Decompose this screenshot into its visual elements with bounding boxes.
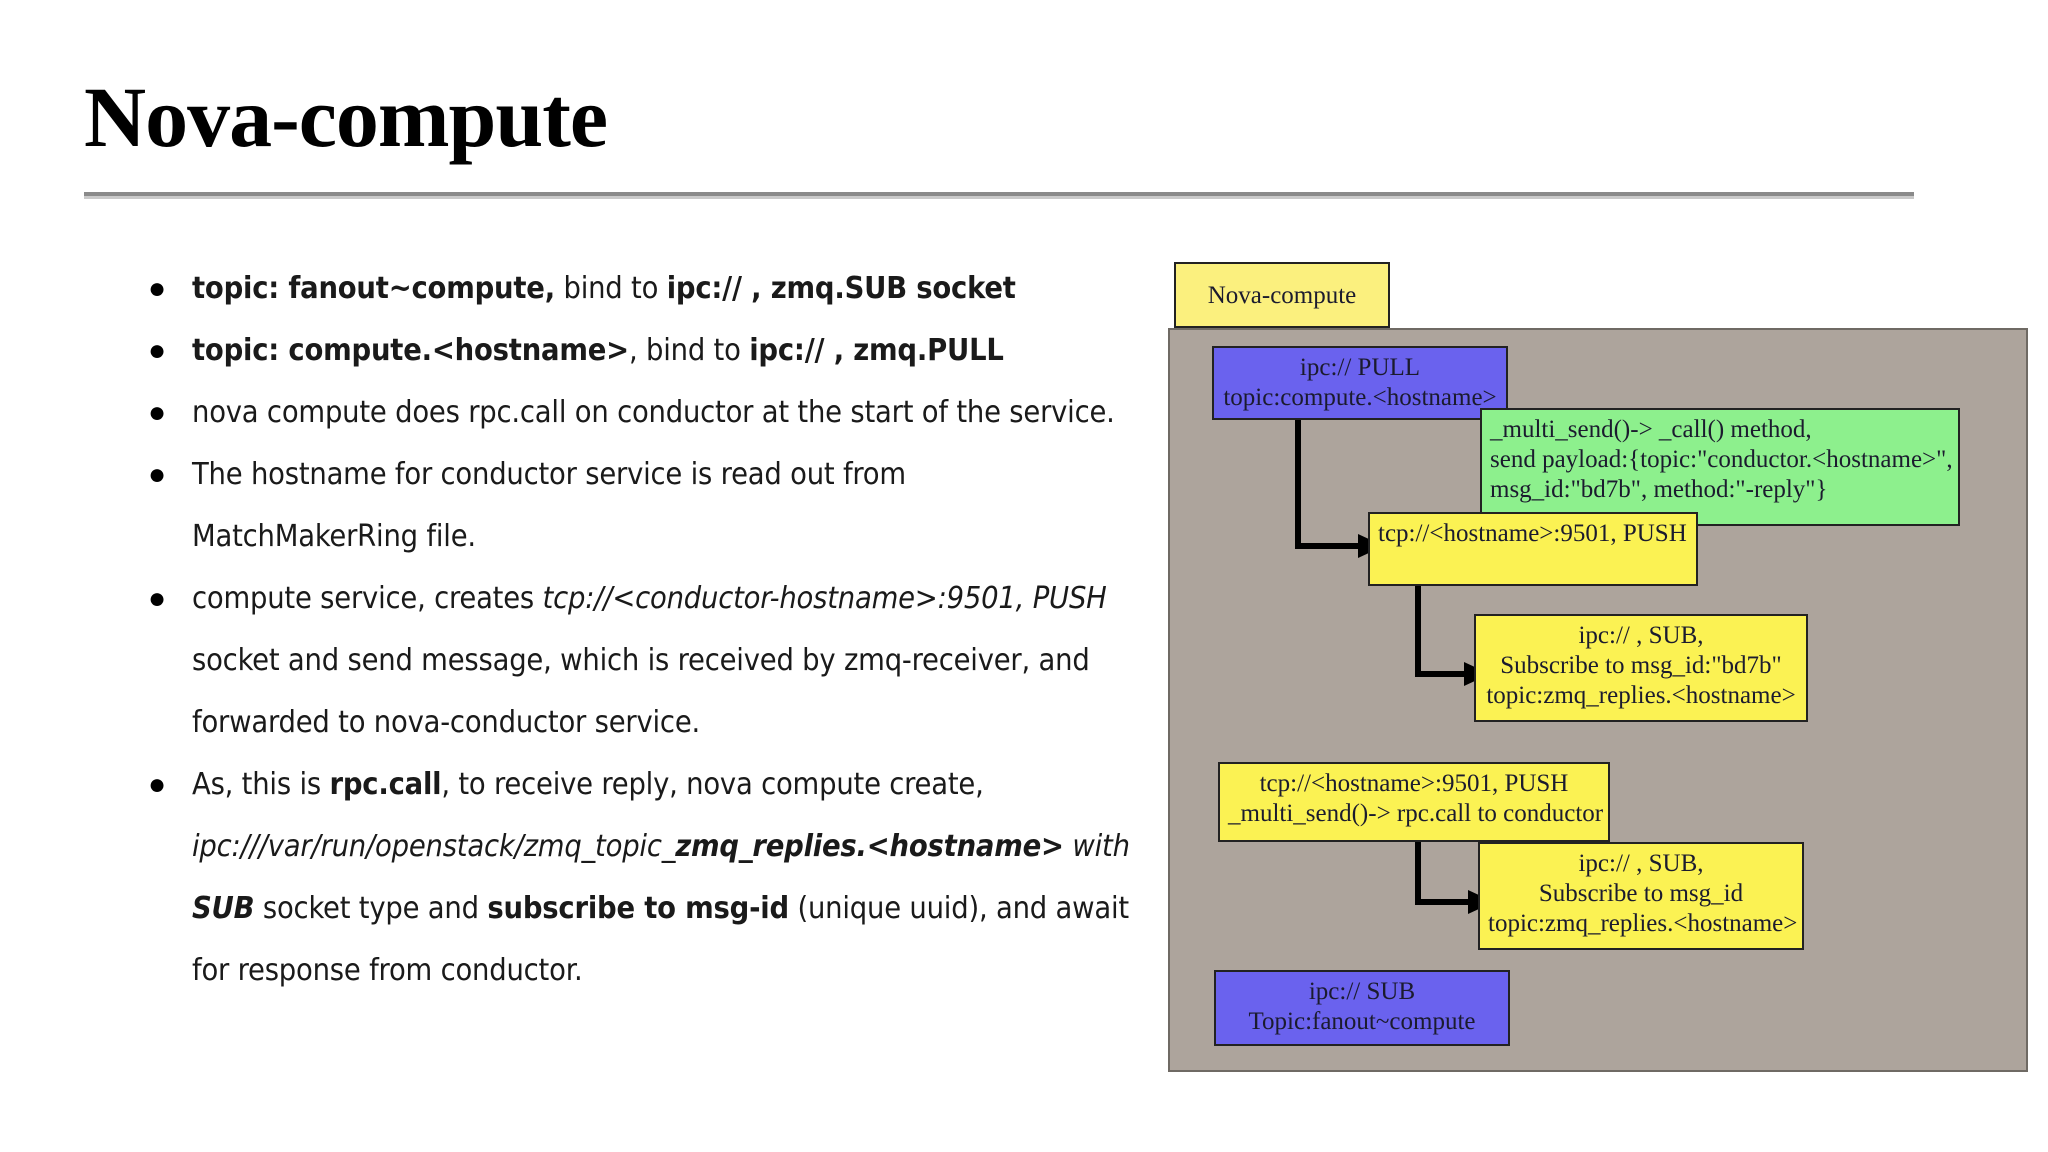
page-title: Nova-compute [84,69,608,165]
bullet-compute-creates-push: ● compute service, creates tcp://<conduct… [130,568,1130,754]
bullet-segment: The hostname for conductor service is re… [192,457,906,554]
bullet-segment [1024,581,1033,616]
bullet-marker-icon: ● [148,334,167,367]
node-line: ipc:// PULL [1299,354,1421,381]
bullet-marker-icon: ● [148,768,167,801]
node-line: send payload:{topic:"conductor.<hostname… [1490,446,1953,473]
bullet-segment: , bind to [628,333,750,368]
node-line: tcp://<hostname>:9501, PUSH [1259,770,1569,797]
bullet-segment: zmq_replies.<hostname> [675,829,1064,864]
bullet-segment: , to receive reply, nova compute create, [441,767,984,802]
bullet-text: As, this is rpc.call, to receive reply, … [192,754,1130,1002]
node-sub-subscribe-msgid[interactable]: ipc:// , SUB, Subscribe to msg_id topic:zm… [1478,842,1804,950]
bullet-segment: socket and send message, which is receiv… [192,643,1090,740]
node-line: ipc:// SUB [1308,978,1416,1005]
bullet-segment: topic: compute.<hostname> [192,333,629,368]
node-tcp-push-lower[interactable]: tcp://<hostname>:9501, PUSH _multi_send()… [1218,762,1610,842]
bullet-text: The hostname for conductor service is re… [192,444,1130,568]
node-line: topic:zmq_replies.<hostname> [1488,910,1798,937]
bullet-segment: ipc:// , zmq.PULL [749,333,1004,368]
bullet-text: nova compute does rpc.call on conductor … [192,382,1130,444]
bullet-segment: SUB [192,891,255,926]
node-ipc-sub-fanout[interactable]: ipc:// SUB Topic:fanout~compute [1214,970,1510,1046]
bullet-segment: ipc:// , zmq.SUB socket [666,271,1016,306]
node-line: Subscribe to msg_id:"bd7b" [1500,652,1782,679]
node-line: msg_id:"bd7b", method:"-reply"} [1490,476,1828,503]
bullet-segment: tcp://<conductor-hostname>:9501, [542,581,1025,616]
bullet-segment: As, this is [192,767,330,802]
node-line: tcp://<hostname>:9501, PUSH [1378,520,1687,547]
bullet-hostname-matchmaker: ● The hostname for conductor service is r… [130,444,1130,568]
node-multi-send-call[interactable]: _multi_send()-> _call() method, send payl… [1480,408,1960,526]
bullet-text: compute service, creates tcp://<conducto… [192,568,1130,754]
node-line: topic:zmq_replies.<hostname> [1486,682,1796,709]
bullet-segment: rpc.call [329,767,442,802]
bullet-segment: with [1072,829,1130,864]
node-line: ipc:// , SUB, [1578,622,1704,649]
bullet-segment: compute service, creates [192,581,543,616]
architecture-diagram: Nova-compute ipc:// PULL topic:compute.<h… [1168,262,2028,1072]
bullet-rpc-call-reply: ● As, this is rpc.call, to receive reply,… [130,754,1130,1002]
bullet-text: topic: compute.<hostname>, bind to ipc:/… [192,320,1130,382]
bullet-topic-fanout: ● topic: fanout~compute, bind to ipc:// ,… [130,258,1130,320]
node-ipc-pull[interactable]: ipc:// PULL topic:compute.<hostname> [1212,346,1508,420]
node-line: ipc:// , SUB, [1578,850,1704,877]
bullet-segment: bind to [554,271,667,306]
node-line: Nova-compute [1207,282,1357,309]
node-line: _multi_send()-> rpc.call to conductor [1228,800,1604,827]
bullet-marker-icon: ● [148,458,167,491]
node-line: Topic:fanout~compute [1248,1008,1476,1035]
node-line: topic:compute.<hostname> [1223,384,1497,411]
node-sub-subscribe-bd7b[interactable]: ipc:// , SUB, Subscribe to msg_id:"bd7b"t… [1474,614,1808,722]
bullet-segment: ipc:///var/run/openstack/zmq_topic_ [192,829,676,864]
bullet-segment: PUSH [1032,581,1107,616]
bullet-segment: nova compute does rpc.call on conductor … [192,395,1115,430]
title-divider [84,192,1914,199]
bullet-marker-icon: ● [148,582,167,615]
bullet-segment: (unique uuid), and await for response fr… [192,891,1129,988]
bullet-topic-compute: ● topic: compute.<hostname>, bind to ipc:… [130,320,1130,382]
bullet-segment: topic: fanout~compute, [192,271,555,306]
bullet-list: ● topic: fanout~compute, bind to ipc:// ,… [130,258,1130,1002]
bullet-segment: socket type and [254,891,488,926]
bullet-marker-icon: ● [148,396,167,429]
bullet-rpc-call-start: ● nova compute does rpc.call on conductor… [130,382,1130,444]
bullet-text: topic: fanout~compute, bind to ipc:// , … [192,258,1130,320]
bullet-marker-icon: ● [148,272,167,305]
node-tcp-push-upper[interactable]: tcp://<hostname>:9501, PUSH [1368,512,1698,586]
bullet-segment: subscribe to msg-id [487,891,789,926]
node-line: Subscribe to msg_id [1538,880,1744,907]
node-line: _multi_send()-> _call() method, [1490,416,1812,443]
diagram-title-box: Nova-compute [1174,262,1390,328]
